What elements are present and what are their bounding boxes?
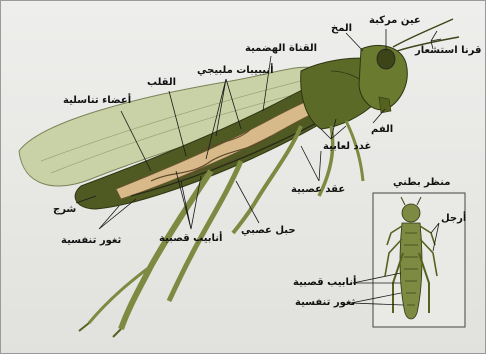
label-mouth: الفم [371,124,393,136]
label-nerve-ganglia: عقد عصبية [291,184,345,196]
label-malpighian-tubules: أنيبيبات ملبيجي [197,65,274,77]
label-brain: المخ [331,23,352,35]
inset-label-tracheae: أنابيب قصبية [293,277,356,289]
inset-title: منظر بطني [393,177,450,189]
label-digestive-canal: القناة الهضمية [245,43,317,55]
label-anus: شرج [53,204,76,216]
compound-eye [377,49,395,69]
label-antennae: قرنا استشعار [415,45,481,57]
inset-label-spiracles: ثغور تنفسية [295,297,355,309]
label-heart: القلب [147,77,176,89]
label-spiracles: ثغور تنفسية [61,235,121,247]
label-reproductive-organs: أعضاء تناسلية [63,95,131,107]
label-nerve-cord: حبل عصبي [241,225,296,237]
inset-label-legs: أرجل [441,213,466,225]
label-salivary-glands: غدد لعابية [323,141,371,153]
label-compound-eye: عين مركبة [369,15,421,27]
label-tracheae: أنابيب قصبية [159,233,222,245]
